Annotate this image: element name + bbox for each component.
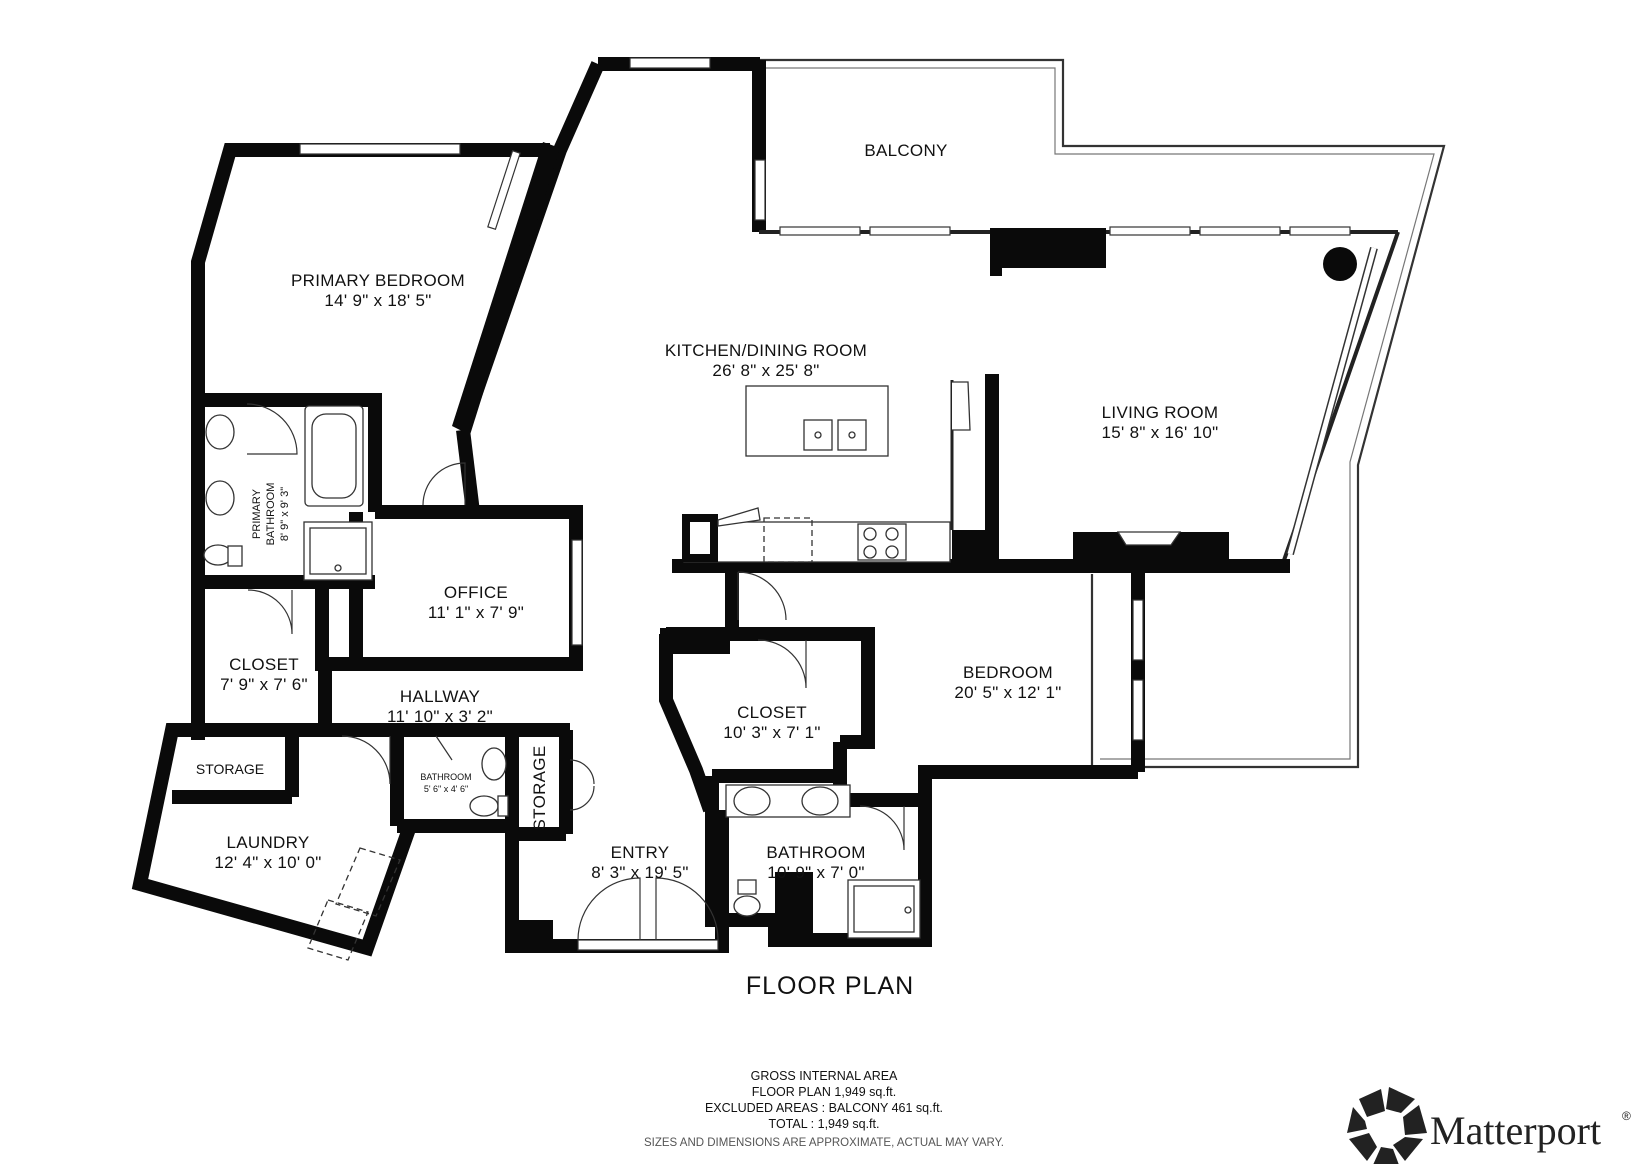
hallway-label: HALLWAY xyxy=(400,687,480,706)
area-excluded: EXCLUDED AREAS : BALCONY 461 sq.ft. xyxy=(705,1101,943,1115)
primary-bedroom-dims: 14' 9" x 18' 5" xyxy=(324,291,431,310)
bathroom-label: BATHROOM xyxy=(766,843,865,862)
small-bathroom-label: BATHROOM xyxy=(420,772,471,782)
office-dims: 11' 1" x 7' 9" xyxy=(428,603,524,622)
fixtures xyxy=(203,385,951,961)
area-summary: GROSS INTERNAL AREA FLOOR PLAN 1,949 sq.… xyxy=(644,1069,1004,1149)
windows xyxy=(299,57,1378,951)
matterport-logo-icon xyxy=(1347,1087,1427,1164)
primary-bedroom-label: PRIMARY BEDROOM xyxy=(291,271,465,290)
bathroom-dims: 10' 9" x 7' 0" xyxy=(767,863,864,882)
balcony-label: BALCONY xyxy=(864,141,947,160)
primary-bathroom-dims: 8' 9" x 9' 3" xyxy=(279,487,291,541)
kitchen-dining-label: KITCHEN/DINING ROOM xyxy=(665,341,867,360)
area-floor-plan: FLOOR PLAN 1,949 sq.ft. xyxy=(752,1085,897,1099)
walls xyxy=(131,57,1400,957)
entry-label: ENTRY xyxy=(611,843,670,862)
closet-left-dims: 7' 9" x 7' 6" xyxy=(220,675,308,694)
closet-left-label: CLOSET xyxy=(229,655,299,674)
small-bathroom-dims: 5' 6" x 4' 6" xyxy=(424,784,468,794)
living-room-label: LIVING ROOM xyxy=(1102,403,1219,422)
matterport-wordmark: Matterport xyxy=(1430,1108,1601,1153)
storage-mid-label: STORAGE xyxy=(530,746,549,831)
laundry-label: LAUNDRY xyxy=(226,833,309,852)
closet-mid-dims: 10' 3" x 7' 1" xyxy=(723,723,820,742)
living-room-dims: 15' 8" x 16' 10" xyxy=(1102,423,1219,442)
floor-plan-title: FLOOR PLAN xyxy=(746,972,914,1000)
closet-mid-label: CLOSET xyxy=(737,703,807,722)
kitchen-dining-dims: 26' 8" x 25' 8" xyxy=(712,361,819,380)
bedroom-label: BEDROOM xyxy=(963,663,1053,682)
storage-left-label: STORAGE xyxy=(196,761,264,777)
room-labels: BALCONY PRIMARY BEDROOM 14' 9" x 18' 5" … xyxy=(196,141,1219,882)
area-total: TOTAL : 1,949 sq.ft. xyxy=(769,1117,880,1131)
registered-mark: ® xyxy=(1622,1109,1631,1123)
bedroom-dims: 20' 5" x 12' 1" xyxy=(954,683,1061,702)
sink xyxy=(205,414,235,450)
hallway-dims: 11' 10" x 3' 2" xyxy=(387,707,493,726)
area-disclaimer: SIZES AND DIMENSIONS ARE APPROXIMATE, AC… xyxy=(644,1137,1004,1149)
area-heading: GROSS INTERNAL AREA xyxy=(751,1069,898,1083)
matterport-brand: Matterport ® xyxy=(1347,1087,1631,1164)
doors xyxy=(246,403,905,941)
primary-bathroom-label: PRIMARY xyxy=(251,488,263,539)
entry-dims: 8' 3" x 19' 5" xyxy=(591,863,688,882)
primary-bathroom-label-2: BATHROOM xyxy=(265,483,277,546)
office-label: OFFICE xyxy=(444,583,508,602)
laundry-dims: 12' 4" x 10' 0" xyxy=(214,853,321,872)
